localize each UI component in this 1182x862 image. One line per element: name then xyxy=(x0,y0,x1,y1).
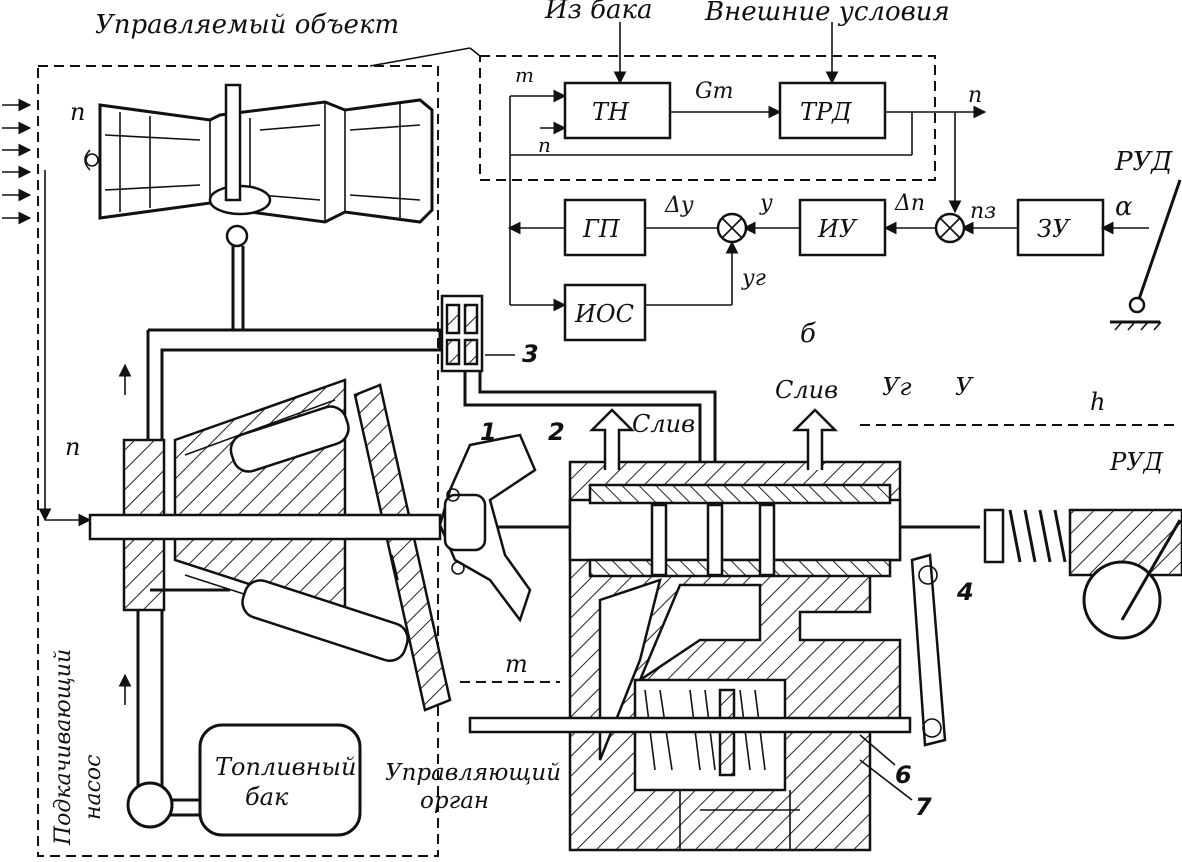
block-diagram xyxy=(479,22,1182,342)
signal-n3: nз xyxy=(970,199,996,224)
fuel-pump-assembly xyxy=(88,328,980,817)
yg-label: Уг xyxy=(882,373,911,401)
valve-3 xyxy=(440,294,515,373)
part-number-7: 7 xyxy=(915,793,932,821)
control-member-label-2: орган xyxy=(420,788,489,814)
n-left-label: n xyxy=(65,433,80,461)
signal-alpha: α xyxy=(1115,192,1133,222)
block-gp-label: ГП xyxy=(582,215,621,243)
booster-pump-label-2: насос xyxy=(81,755,106,821)
signal-dn: Δn xyxy=(894,191,925,216)
signal-dy: Δу xyxy=(664,193,694,218)
block-trd xyxy=(778,81,887,140)
air-inflow-arrows xyxy=(2,98,32,225)
block-iu-label: ИУ xyxy=(817,215,858,243)
drain-label-1: Слив xyxy=(632,410,695,438)
fuel-tank-label-1: Топливный xyxy=(215,753,356,781)
regulator-body xyxy=(468,408,947,852)
block-ios-label: ИОС xyxy=(574,300,634,328)
part-number-6: 6 xyxy=(895,761,912,789)
from-tank-label: Из бака xyxy=(544,0,653,25)
jet-engine-drawing xyxy=(84,83,434,330)
drain-label-2: Слив xyxy=(775,376,838,404)
part-number-2: 2 xyxy=(548,418,565,446)
signal-y: у xyxy=(759,191,773,216)
y-label: У xyxy=(955,373,974,401)
lever-1 xyxy=(438,433,537,623)
fuel-tank xyxy=(198,723,362,837)
controlled-object-label: Управляемый объект xyxy=(95,10,399,40)
part-number-1: 1 xyxy=(480,418,497,446)
fuel-tank-label-2: бак xyxy=(245,783,289,811)
signal-yg: уг xyxy=(741,266,766,291)
rud-assembly-bottom xyxy=(983,508,1182,640)
rud-bottom-label: РУД xyxy=(1109,448,1163,476)
signal-n-out: n xyxy=(968,83,982,108)
booster-pump-label-1: Подкачивающий xyxy=(51,649,76,846)
block-zu-label: ЗУ xyxy=(1037,215,1071,243)
sub-figure-b-label: б xyxy=(800,319,816,349)
part-number-3: 3 xyxy=(522,340,539,368)
signal-n: n xyxy=(538,133,551,157)
booster-pump xyxy=(126,781,174,829)
external-conditions-label: Внешние условия xyxy=(704,0,950,27)
h-label: h xyxy=(1090,388,1105,416)
feedback-line xyxy=(38,170,92,527)
signal-m: m xyxy=(515,63,534,87)
block-iu xyxy=(798,198,887,257)
signal-gt: Gт xyxy=(695,79,733,104)
rud-top-label: РУД xyxy=(1114,147,1173,177)
block-tn-label: ТН xyxy=(592,98,630,126)
block-trd-label: ТРД xyxy=(800,98,852,126)
block-ios xyxy=(563,283,647,342)
m-label: m xyxy=(505,650,528,678)
part-number-4: 4 xyxy=(956,578,974,606)
controlled-object-frame xyxy=(37,47,481,857)
n-top-label: n xyxy=(70,98,85,126)
control-member-label-1: Управляющий xyxy=(385,760,561,786)
